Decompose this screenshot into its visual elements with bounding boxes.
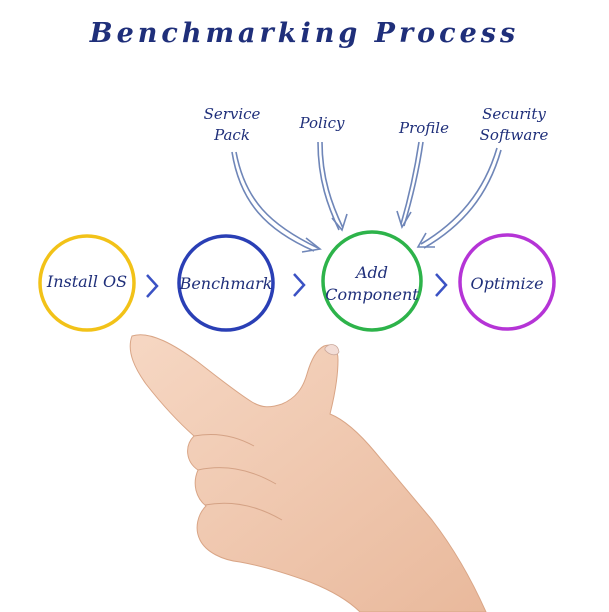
pointing-hand-image xyxy=(129,334,487,612)
arrow-policy xyxy=(321,141,344,229)
arrow-security-software xyxy=(420,147,498,245)
step-circle-add-component xyxy=(321,230,423,332)
step-circle-optimize xyxy=(458,233,556,331)
arrow-profile xyxy=(400,141,420,225)
input-label-service-pack: Service Pack xyxy=(203,105,261,144)
step-label-optimize: Optimize xyxy=(470,274,544,293)
step-circle-install-os xyxy=(38,234,136,332)
chevron-right-icon xyxy=(435,273,448,297)
step-label-add-component: Add Component xyxy=(325,263,419,304)
step-circle-benchmark xyxy=(177,234,275,332)
step-label-benchmark: Benchmark xyxy=(179,274,273,293)
step-label-install-os: Install OS xyxy=(46,272,128,291)
chevron-right-icon xyxy=(146,274,159,298)
input-label-security-software: Security Software xyxy=(479,105,549,144)
page-title: Benchmarking Process xyxy=(89,18,520,49)
input-label-profile: Profile xyxy=(399,119,449,137)
arrow-service-pack xyxy=(235,151,319,249)
input-label-policy: Policy xyxy=(299,114,345,132)
chevron-right-icon xyxy=(293,273,306,297)
